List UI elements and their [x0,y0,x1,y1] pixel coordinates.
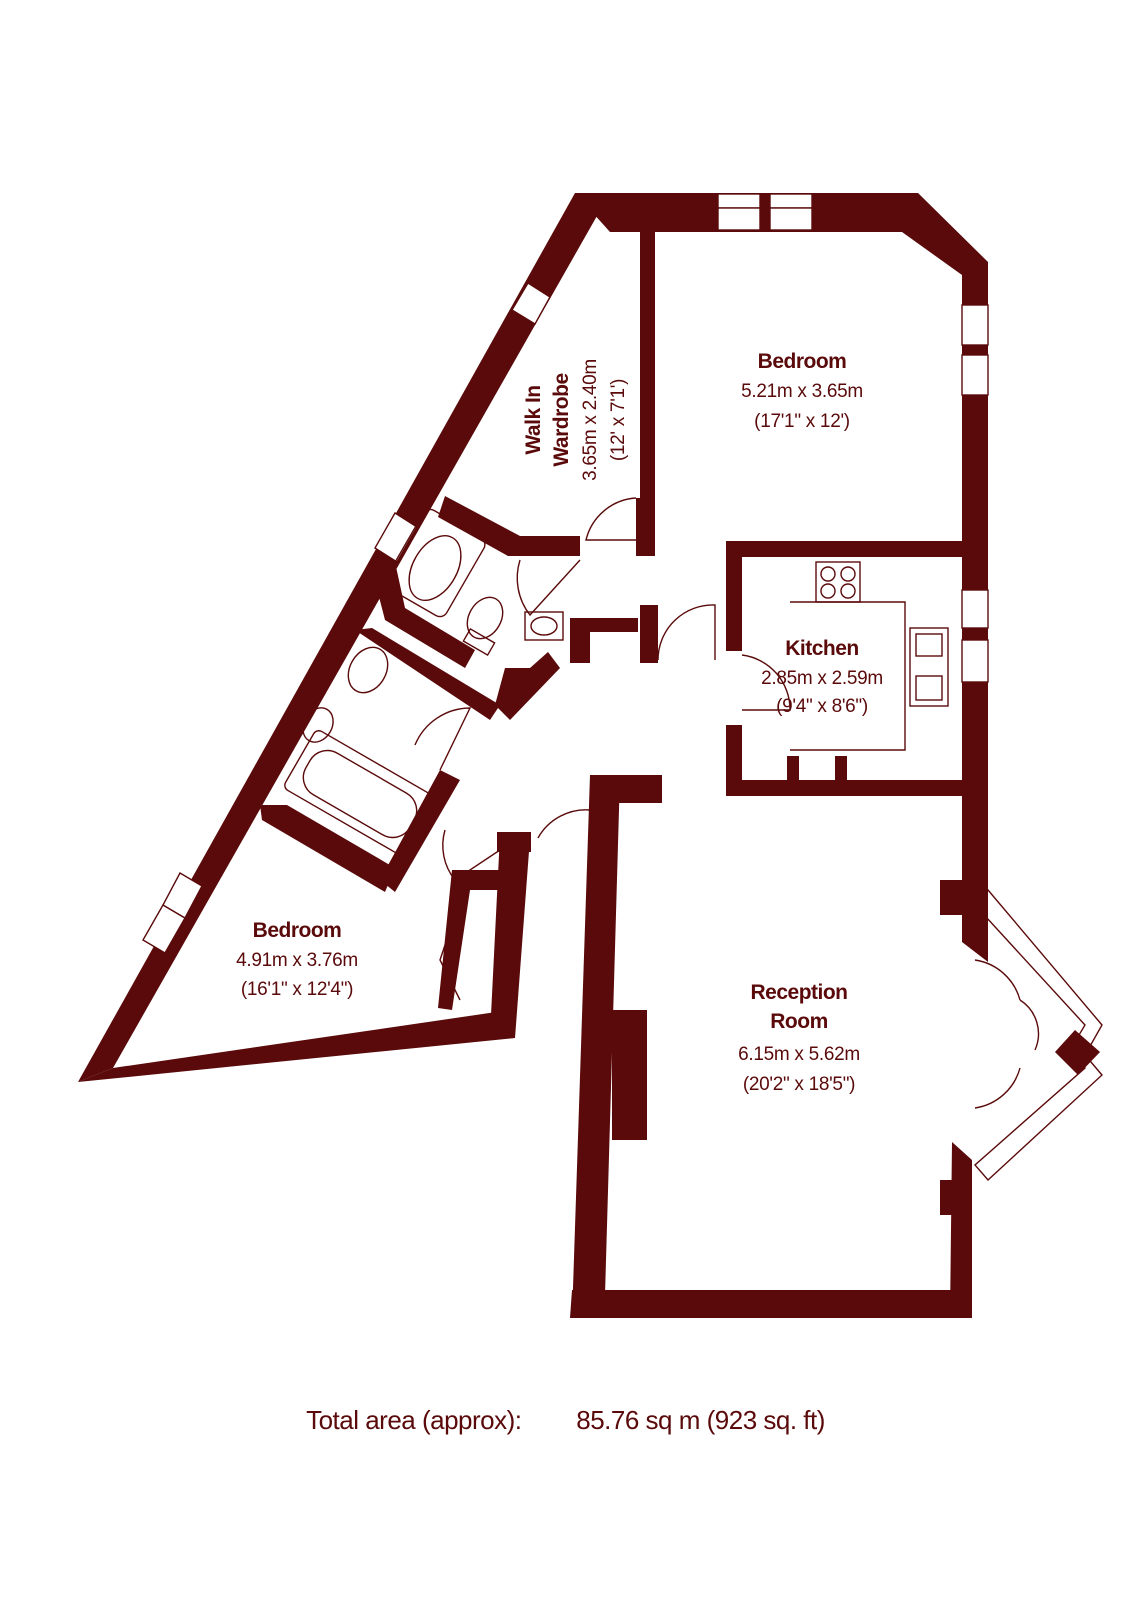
window-diag-2 [374,512,418,563]
door-hall-kitchen [657,604,716,661]
reception-dim-ft: (20'2" x 18'5") [743,1074,855,1095]
door-kitchen [741,654,791,711]
wardrobe-bottom-wall [438,496,580,556]
wardrobe-name-1: Walk In [522,385,545,454]
door-bedroom-left [442,829,501,881]
kitchen-sink-bowl-1 [915,633,943,657]
door-closet [439,899,461,1001]
bedroom-left-name: Bedroom [253,919,342,942]
reception-left-wall [572,775,620,1318]
bedroom-left-dim-ft: (16'1" x 12'4") [241,979,353,1000]
kitchen-dim-m: 2.85m x 2.59m [761,668,883,689]
hob-ring-1 [820,566,836,582]
wardrobe-name-2: Wardrobe [550,373,573,466]
fixtures [284,508,949,859]
kitchen-name: Kitchen [785,637,859,660]
ensuite-basin [524,611,564,641]
wardrobe-door-stub [636,498,655,556]
doors [414,497,1040,1109]
hall-stub-wall [497,832,531,852]
bedroom-top-dim-ft: (17'1" x 12') [754,411,850,432]
door-balcony-1 [974,959,1021,1001]
wardrobe-dim-ft: (12' x 7'1') [608,379,629,461]
balcony [974,888,1103,1182]
door-balcony-2 [974,1067,1021,1109]
left-diagonal-wall [78,193,610,1082]
ensuite-bath [384,508,486,618]
reception-right-notch-top [940,880,964,915]
kitchen-bottom-wall [726,780,976,796]
wardrobe-label: Walk In Wardrobe 3.65m x 2.40m (12' x 7'… [522,359,629,481]
window-diag-4 [162,872,203,919]
door-ensuite [516,559,581,617]
bath-lower-outer-wall [260,805,395,892]
window-right-3 [961,589,989,629]
window-top-1 [717,193,761,209]
total-area: Total area (approx): 85.76 sq m (923 sq.… [0,1405,1131,1436]
hall-wall-c [570,618,638,632]
walls [78,193,988,1318]
bedroom-top-dim-m: 5.21m x 3.65m [741,381,863,402]
bedroom-left-closet-wall [438,870,500,1010]
window-right-1 [961,304,989,346]
reception-name-2: Room [770,1010,828,1033]
wardrobe-bedroom-wall [640,232,655,554]
reception-pillar [612,1010,647,1140]
window-right-4 [961,639,989,683]
kitchen-left-wall [726,541,742,651]
total-area-value: 85.76 sq m (923 sq. ft) [576,1405,825,1435]
ensuite-left-wall [370,562,475,668]
window-top-2 [769,193,813,209]
labels: Bedroom 5.21m x 3.65m (17'1" x 12') Walk… [236,350,883,1095]
windows [142,193,989,954]
ensuite-toilet [466,596,504,640]
kitchen-dim-ft: (9'4" x 8'6") [776,696,868,717]
bedroom-left-right-wall [490,835,530,1038]
kitchen-cupboard-wall [787,756,799,786]
wardrobe-dim-m: 3.65m x 2.40m [580,359,601,481]
kitchen-top-wall [726,541,976,557]
door-bath-lower [414,707,472,771]
bedroom-left-dim-m: 4.91m x 3.76m [236,950,358,971]
kitchen-left-wall-lower [726,725,742,793]
ensuite-toilet-cistern [462,627,496,657]
balcony-post [1055,1030,1100,1075]
kitchen-sink-bowl-2 [915,675,943,701]
reception-bottom-wall [570,1290,972,1318]
bath-lower-tub [284,730,441,859]
reception-name-1: Reception [750,981,847,1004]
hob-ring-2 [840,566,856,582]
hob-ring-4 [840,583,856,599]
ensuite-right-wall [495,652,560,720]
total-area-label: Total area (approx): [306,1405,522,1435]
bedroom-left-bottom-wall [78,1010,515,1082]
bath-lower-toilet [347,646,389,694]
window-diag-1 [511,282,551,325]
reception-right-notch-bottom [940,1180,960,1215]
hall-wall-b [640,605,658,663]
bedroom-top-name: Bedroom [758,350,847,373]
ensuite-bath-inner [408,535,462,601]
window-top-2b [769,207,813,231]
door-wardrobe [585,497,637,541]
door-reception [537,809,591,860]
window-right-2 [961,354,989,396]
reception-dim-m: 6.15m x 5.62m [738,1044,860,1065]
top-wall [575,193,988,275]
kitchen-counter [790,601,906,751]
kitchen-sink [909,627,949,707]
kitchen-cupboard-wall2 [835,756,847,786]
bath-lower-top-wall [355,628,500,720]
ensuite-basin-bowl [530,616,558,636]
reception-top-wall [590,775,662,803]
hob-ring-3 [820,583,836,599]
door-balcony-3 [1019,999,1040,1051]
window-top-1b [717,207,761,231]
bath-lower-tub-inner [302,749,418,839]
